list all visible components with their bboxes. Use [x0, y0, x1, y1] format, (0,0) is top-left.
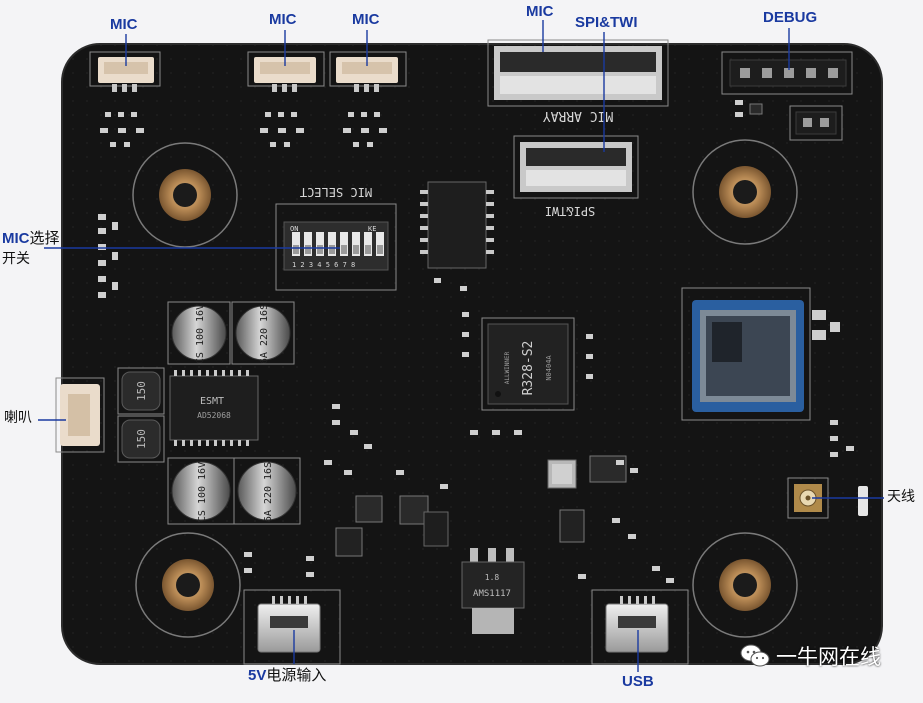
- mic-array-fpc-connector: [487, 39, 669, 107]
- label-mic-2: MIC: [269, 11, 297, 28]
- label-mic-select: MIC选择: [2, 229, 60, 247]
- mounting-hole-top-left: [132, 142, 238, 248]
- crystal-oscillator: [547, 459, 577, 489]
- label-power-prefix: 5V: [248, 667, 267, 684]
- label-antenna: 天线: [887, 489, 915, 505]
- smd-cluster-soc: [434, 278, 593, 435]
- silk-dip-ke: KE: [368, 225, 376, 233]
- smd-cluster-mic: [100, 112, 387, 147]
- silk-soc-code: N0404A: [545, 355, 553, 381]
- silk-mic-array: MIC ARRAY: [543, 108, 614, 123]
- ldo-regulator: [461, 548, 525, 634]
- label-mic-1: MIC: [110, 16, 138, 33]
- silk-inductor-2: 150: [135, 429, 148, 449]
- silk-soc-model: R328-S2: [521, 341, 536, 396]
- antenna-connector: [787, 477, 829, 519]
- silk-cap-bottom-right: 6A 220 16S: [263, 462, 274, 522]
- watermark-text: 一牛网在线: [776, 645, 881, 669]
- audio-amplifier-chip: [169, 370, 259, 446]
- annotation-lines: [38, 20, 884, 672]
- inductor-1: [117, 367, 165, 415]
- silk-mic-select: MIC SELECT: [300, 185, 372, 199]
- label-power-input: 5V电源输入: [248, 666, 327, 684]
- silk-dip-numbers: 1 2 3 4 5 6 7 8: [292, 261, 355, 269]
- label-mic-select-prefix: MIC: [2, 230, 30, 247]
- jumper-header: [789, 105, 843, 141]
- label-mic-3: MIC: [352, 11, 380, 28]
- silk-amp-part: AD52068: [197, 411, 231, 420]
- power-usb-connector: [243, 589, 341, 665]
- mic-connector-2: [247, 51, 325, 92]
- label-debug: DEBUG: [763, 9, 818, 26]
- label-mic-select-rest: 选择: [29, 229, 60, 247]
- silk-cap-bottom-left: CS 100 16V: [197, 462, 208, 522]
- label-mic-array: MIC: [526, 3, 554, 20]
- silk-spi-twi: SPI&TWI: [545, 204, 596, 218]
- silk-inductor-1: 150: [135, 381, 148, 401]
- label-spi-twi: SPI&TWI: [575, 14, 638, 31]
- silk-cap-top-left: CS 100 16V: [195, 304, 206, 364]
- smd-cluster-center: [244, 404, 674, 583]
- label-mic-select-line2: 开关: [2, 251, 30, 267]
- r328-soc-chip: [481, 317, 575, 411]
- silk-dip-on: ON: [290, 225, 298, 233]
- debug-pin-header: [721, 51, 853, 95]
- label-usb: USB: [622, 673, 654, 690]
- flash-chip: [420, 181, 494, 269]
- watermark: 一牛网在线: [740, 642, 881, 670]
- wechat-icon: [740, 644, 770, 667]
- mounting-hole-bottom-right: [692, 532, 798, 638]
- mounting-hole-bottom-left: [135, 532, 241, 638]
- wifi-bt-module: [681, 287, 811, 421]
- capacitor-bottom-left: [167, 457, 235, 525]
- label-power-rest: 电源输入: [266, 666, 327, 684]
- small-ic-cluster: [335, 455, 627, 557]
- silk-soc-brand: ALLWINNER: [504, 351, 511, 384]
- mic-connector-1: [89, 51, 161, 92]
- capacitor-bottom-right: [233, 457, 301, 525]
- mic-connector-3: [329, 51, 407, 92]
- mounting-hole-top-right: [692, 139, 798, 245]
- usb-data-connector: [591, 589, 689, 665]
- inductor-2: [117, 415, 165, 463]
- mic-select-dip-switch: [275, 203, 397, 291]
- label-speaker: 喇叭: [4, 410, 32, 426]
- silk-ldo: AMS1117: [473, 589, 511, 599]
- speaker-connector: [55, 377, 105, 453]
- smd-cluster-wifi: [812, 310, 854, 457]
- silk-ldo-sub: 1.8: [485, 573, 500, 582]
- silk-cap-top-right: 6A 220 16S: [259, 304, 270, 364]
- capacitor-top-left: [167, 301, 231, 365]
- capacitor-top-right: [231, 301, 295, 365]
- spi-twi-fpc-connector: [513, 135, 639, 199]
- silk-amp-brand: ESMT: [200, 396, 224, 407]
- smd-column-left: [98, 214, 118, 298]
